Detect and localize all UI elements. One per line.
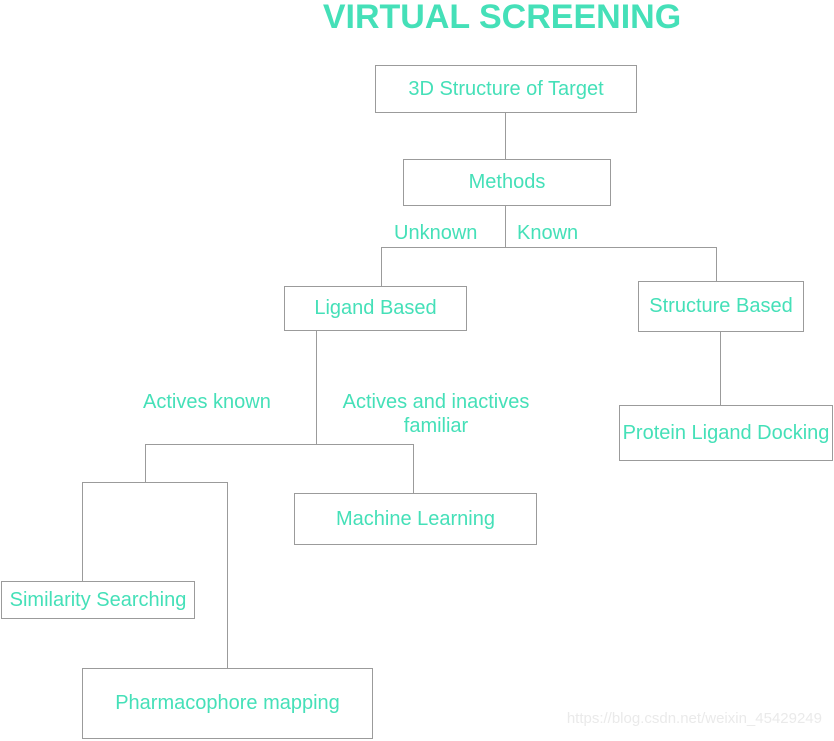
csdn-watermark: https://blog.csdn.net/weixin_45429249: [566, 710, 822, 727]
branch-label-unknown: Unknown: [394, 222, 478, 244]
edge-methods-split: [381, 247, 717, 248]
node-structure-based: Structure Based: [638, 281, 804, 332]
edge-to-similarity-searching: [82, 482, 83, 581]
edge-methods-stem: [505, 206, 506, 248]
edge-ligand-split: [145, 444, 414, 445]
edge-to-machine-learning: [413, 444, 414, 493]
node-ligand-based: Ligand Based: [284, 286, 467, 331]
edge-target-to-methods: [505, 113, 506, 159]
page-title: VIRTUAL SCREENING: [322, 0, 682, 36]
branch-label-actives-known: Actives known: [143, 391, 271, 413]
edge-actives-known-stem: [145, 444, 146, 483]
node-3d-structure-of-target: 3D Structure of Target: [375, 65, 637, 113]
node-similarity-searching: Similarity Searching: [1, 581, 195, 619]
node-machine-learning: Machine Learning: [294, 493, 537, 545]
edge-actives-known-split: [82, 482, 228, 483]
branch-label-actives-and-inactives-familiar: Actives and inactives familiar: [342, 391, 530, 437]
node-protein-ligand-docking: Protein Ligand Docking: [619, 405, 833, 461]
node-pharmacophore-mapping: Pharmacophore mapping: [82, 668, 373, 739]
node-methods: Methods: [403, 159, 611, 206]
edge-structure-to-docking: [720, 332, 721, 405]
edge-to-pharmacophore-mapping: [227, 482, 228, 668]
edge-ligand-stem: [316, 331, 317, 445]
edge-to-structure-based: [716, 247, 717, 281]
edge-to-ligand-based: [381, 247, 382, 287]
branch-label-known: Known: [517, 222, 579, 244]
